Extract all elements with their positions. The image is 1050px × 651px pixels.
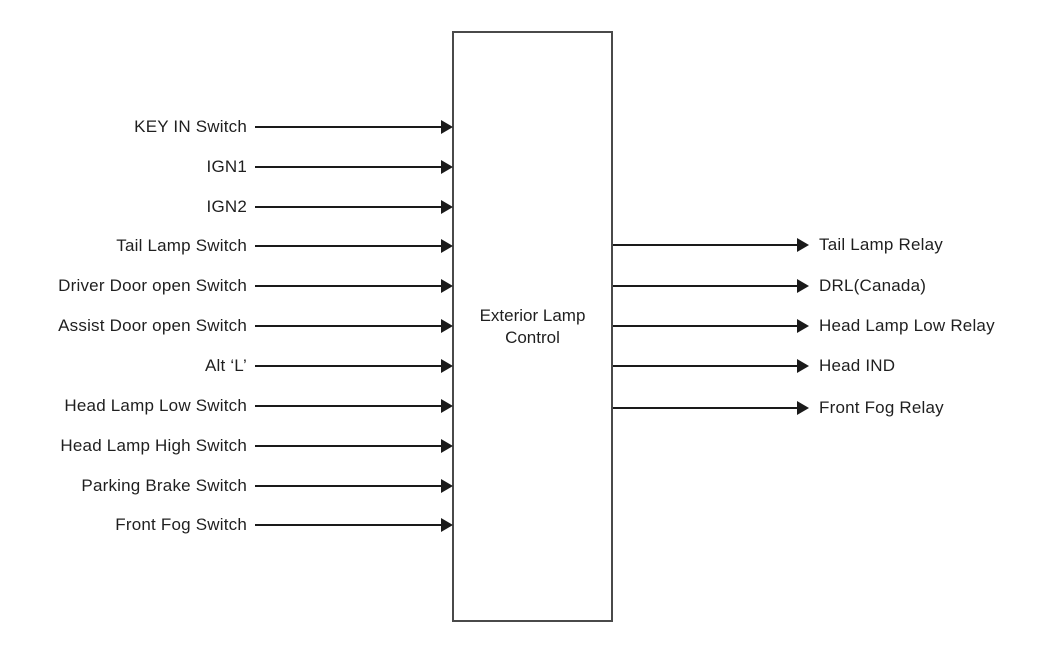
input-label: Parking Brake Switch bbox=[81, 476, 247, 495]
input-arrow-line bbox=[255, 485, 442, 487]
input-label: KEY IN Switch bbox=[134, 117, 247, 136]
output-label: Head Lamp Low Relay bbox=[819, 316, 995, 335]
input-arrow-line bbox=[255, 245, 442, 247]
input-arrowhead-icon bbox=[441, 399, 453, 413]
output-label: Head IND bbox=[819, 356, 896, 375]
output-label: DRL(Canada) bbox=[819, 276, 927, 295]
input-label: Head Lamp High Switch bbox=[60, 436, 247, 455]
input-label: Front Fog Switch bbox=[115, 515, 247, 534]
input-arrow-line bbox=[255, 405, 442, 407]
input-arrowhead-icon bbox=[441, 200, 453, 214]
output-arrowhead-icon bbox=[797, 319, 809, 333]
input-label: IGN2 bbox=[206, 197, 247, 216]
input-arrowhead-icon bbox=[441, 479, 453, 493]
input-label: Tail Lamp Switch bbox=[116, 236, 247, 255]
input-arrowhead-icon bbox=[441, 160, 453, 174]
input-arrow-line bbox=[255, 524, 442, 526]
input-arrow-line bbox=[255, 285, 442, 287]
output-arrowhead-icon bbox=[797, 401, 809, 415]
block-label-line1: Exterior Lamp bbox=[479, 305, 586, 325]
input-arrow-line bbox=[255, 445, 442, 447]
input-arrowhead-icon bbox=[441, 120, 453, 134]
input-arrowhead-icon bbox=[441, 319, 453, 333]
input-label: Head Lamp Low Switch bbox=[64, 396, 247, 415]
output-arrowhead-icon bbox=[797, 359, 809, 373]
input-label: IGN1 bbox=[206, 157, 247, 176]
input-arrow-line bbox=[255, 325, 442, 327]
input-arrowhead-icon bbox=[441, 279, 453, 293]
output-arrow-line bbox=[613, 365, 798, 367]
input-arrow-line bbox=[255, 126, 442, 128]
input-label: Assist Door open Switch bbox=[58, 316, 247, 335]
input-arrowhead-icon bbox=[441, 518, 453, 532]
output-arrowhead-icon bbox=[797, 238, 809, 252]
input-arrowhead-icon bbox=[441, 359, 453, 373]
output-arrow-line bbox=[613, 244, 798, 246]
input-label: Alt ‘L’ bbox=[204, 356, 247, 375]
output-label: Front Fog Relay bbox=[819, 398, 944, 417]
input-arrow-line bbox=[255, 166, 442, 168]
block-label: Exterior Lamp Control bbox=[480, 305, 586, 349]
output-arrow-line bbox=[613, 285, 798, 287]
input-arrowhead-icon bbox=[441, 239, 453, 253]
input-arrow-line bbox=[255, 206, 442, 208]
exterior-lamp-control-box: Exterior Lamp Control bbox=[452, 31, 613, 622]
input-arrowhead-icon bbox=[441, 439, 453, 453]
block-label-line2: Control bbox=[505, 327, 560, 347]
output-arrow-line bbox=[613, 407, 798, 409]
input-arrow-line bbox=[255, 365, 442, 367]
output-arrowhead-icon bbox=[797, 279, 809, 293]
output-arrow-line bbox=[613, 325, 798, 327]
input-label: Driver Door open Switch bbox=[58, 276, 247, 295]
output-label: Tail Lamp Relay bbox=[819, 235, 943, 254]
